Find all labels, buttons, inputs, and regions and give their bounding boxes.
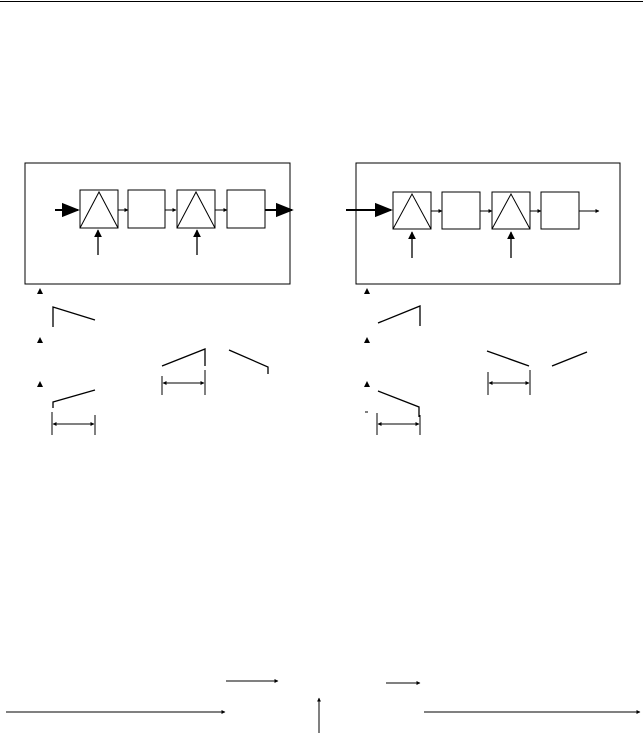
left-block-1 bbox=[79, 189, 119, 229]
left-block-2 bbox=[127, 189, 166, 229]
left-waveform-2 bbox=[161, 348, 206, 367]
right-interval-1 bbox=[487, 370, 531, 395]
left-waveform-3 bbox=[228, 349, 269, 374]
left-axis-tick-3 bbox=[37, 381, 43, 387]
right-block-2 bbox=[441, 191, 481, 230]
right-frame bbox=[355, 162, 621, 285]
right-block-4 bbox=[540, 191, 580, 230]
left-interval-2 bbox=[51, 412, 96, 435]
right-waveform-3 bbox=[551, 351, 588, 367]
left-block-4 bbox=[226, 189, 266, 229]
left-waveform-1 bbox=[52, 306, 96, 327]
bottom-arrows bbox=[6, 679, 641, 733]
left-block-3 bbox=[176, 189, 216, 229]
left-waveform-4 bbox=[52, 389, 96, 408]
left-diagram bbox=[24, 162, 294, 435]
right-interval-2 bbox=[376, 413, 421, 435]
left-axis-tick-2 bbox=[37, 337, 43, 343]
left-interval-1 bbox=[161, 370, 206, 395]
right-diagram bbox=[346, 162, 621, 435]
right-axis-tick-1 bbox=[364, 288, 370, 294]
right-block-3 bbox=[491, 191, 531, 230]
left-axis-tick-1 bbox=[37, 288, 43, 294]
left-frame bbox=[24, 162, 291, 285]
right-axis-tick-2 bbox=[364, 337, 370, 343]
right-waveform-4 bbox=[377, 390, 420, 417]
right-axis-tick-3 bbox=[364, 381, 370, 387]
right-block-1 bbox=[392, 191, 432, 230]
right-waveform-2 bbox=[486, 350, 530, 367]
right-waveform-1 bbox=[377, 305, 421, 326]
